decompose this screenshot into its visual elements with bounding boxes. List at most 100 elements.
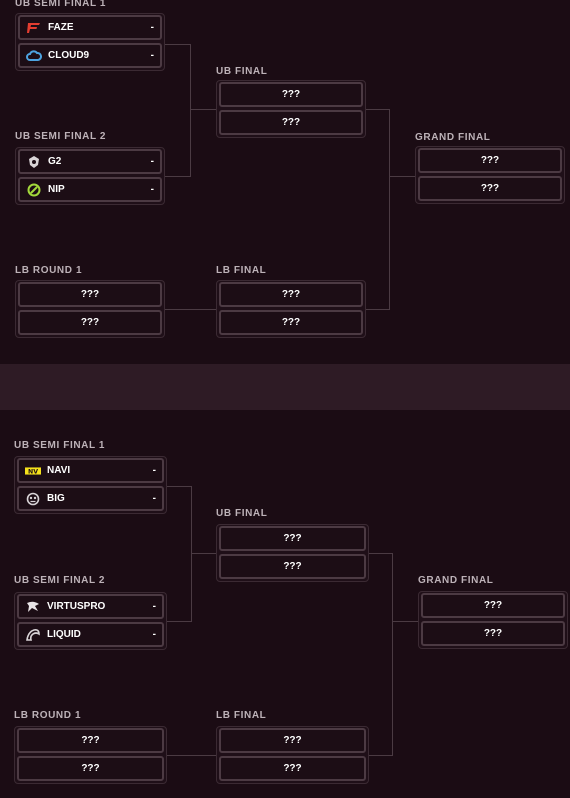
team-score: - <box>150 184 154 195</box>
team-slot[interactable]: VIRTUSPRO - <box>17 594 164 619</box>
team-name: ??? <box>80 289 100 300</box>
team-name: ??? <box>283 735 302 746</box>
section-divider <box>0 364 570 410</box>
team-name: ??? <box>281 89 301 100</box>
team-slot[interactable]: ??? <box>418 148 562 173</box>
team-slot[interactable]: ??? <box>219 310 363 335</box>
connector-line <box>369 755 393 756</box>
svg-text:NV: NV <box>28 468 38 475</box>
ub-semi-final-1-match[interactable]: NV NAVI - BIG - <box>14 456 167 514</box>
team-name: FAZE <box>48 22 74 33</box>
team-slot[interactable]: ??? <box>17 756 164 781</box>
team-score: - <box>152 493 156 504</box>
connector-line <box>165 309 216 310</box>
ub-semi-final-2-match[interactable]: VIRTUSPRO - LIQUID - <box>14 592 167 650</box>
connector-line <box>165 176 191 177</box>
team-slot[interactable]: ??? <box>18 310 162 335</box>
ub-final-label: UB FINAL <box>216 508 268 519</box>
team-slot[interactable]: ??? <box>219 756 366 781</box>
bracket-group-2: UB SEMI FINAL 1 NV NAVI - BIG - UB SEMI … <box>0 410 570 798</box>
connector-line <box>190 109 216 110</box>
team-slot[interactable]: ??? <box>421 593 565 618</box>
navi-logo-icon: NV <box>25 463 41 479</box>
team-slot[interactable]: ??? <box>18 282 162 307</box>
team-slot[interactable]: ??? <box>421 621 565 646</box>
team-score: - <box>150 22 154 33</box>
connector-line <box>167 755 216 756</box>
nip-logo-icon <box>26 182 42 198</box>
team-score: - <box>152 629 156 640</box>
team-name: ??? <box>281 317 301 328</box>
team-name: VIRTUSPRO <box>47 601 106 612</box>
big-logo-icon <box>25 491 41 507</box>
team-slot[interactable]: BIG - <box>17 486 164 511</box>
ub-semi-final-1-match[interactable]: FAZE - CLOUD9 - <box>15 13 165 71</box>
team-slot[interactable]: NV NAVI - <box>17 458 164 483</box>
team-slot[interactable]: FAZE - <box>18 15 162 40</box>
team-name: G2 <box>48 156 62 167</box>
team-score: - <box>150 50 154 61</box>
team-slot[interactable]: ??? <box>418 176 562 201</box>
faze-logo-icon <box>26 20 42 36</box>
grand-final-label: GRAND FINAL <box>418 575 494 586</box>
cloud9-logo-icon <box>26 48 42 64</box>
lb-final-match[interactable]: ??? ??? <box>216 280 366 338</box>
team-name: ??? <box>281 289 301 300</box>
connector-line <box>165 44 191 45</box>
lb-round-1-match[interactable]: ??? ??? <box>14 726 167 784</box>
team-slot[interactable]: ??? <box>219 554 366 579</box>
team-slot[interactable]: ??? <box>17 728 164 753</box>
grand-final-match[interactable]: ??? ??? <box>418 591 568 649</box>
team-slot[interactable]: CLOUD9 - <box>18 43 162 68</box>
connector-line <box>389 176 415 177</box>
grand-final-match[interactable]: ??? ??? <box>415 146 565 204</box>
ub-final-match[interactable]: ??? ??? <box>216 80 366 138</box>
g2-logo-icon <box>26 154 42 170</box>
ub-semi-final-2-label: UB SEMI FINAL 2 <box>15 131 107 142</box>
lb-round-1-match[interactable]: ??? ??? <box>15 280 165 338</box>
team-slot[interactable]: LIQUID - <box>17 622 164 647</box>
team-name: ??? <box>480 183 500 194</box>
team-name: NIP <box>48 184 65 195</box>
connector-line <box>392 553 393 756</box>
ub-final-label: UB FINAL <box>216 66 268 77</box>
team-slot[interactable]: G2 - <box>18 149 162 174</box>
connector-line <box>392 621 418 622</box>
team-name: ??? <box>483 600 503 611</box>
team-name: ??? <box>81 735 100 746</box>
team-slot[interactable]: ??? <box>219 82 363 107</box>
team-name: ??? <box>283 533 302 544</box>
team-name: ??? <box>483 628 503 639</box>
connector-line <box>191 553 216 554</box>
lb-round-1-label: LB ROUND 1 <box>15 265 83 276</box>
ub-semi-final-1-label: UB SEMI FINAL 1 <box>15 0 107 9</box>
team-name: ??? <box>283 763 302 774</box>
connector-line <box>366 309 390 310</box>
grand-final-label: GRAND FINAL <box>415 132 491 143</box>
connector-line <box>167 621 192 622</box>
lb-final-label: LB FINAL <box>216 710 267 721</box>
team-name: BIG <box>47 493 65 504</box>
team-slot[interactable]: ??? <box>219 110 363 135</box>
team-slot[interactable]: ??? <box>219 728 366 753</box>
team-score: - <box>150 156 154 167</box>
connector-line <box>389 109 390 310</box>
team-slot[interactable]: ??? <box>219 282 363 307</box>
team-name: ??? <box>283 561 302 572</box>
team-score: - <box>152 601 156 612</box>
connector-line <box>190 44 191 177</box>
team-name: NAVI <box>47 465 71 476</box>
ub-final-match[interactable]: ??? ??? <box>216 524 369 582</box>
team-name: ??? <box>81 763 100 774</box>
ub-semi-final-2-match[interactable]: G2 - NIP - <box>15 147 165 205</box>
team-name: ??? <box>480 155 500 166</box>
connector-line <box>167 486 192 487</box>
ub-semi-final-1-label: UB SEMI FINAL 1 <box>14 440 106 451</box>
lb-final-label: LB FINAL <box>216 265 267 276</box>
team-name: ??? <box>80 317 100 328</box>
team-slot[interactable]: ??? <box>219 526 366 551</box>
lb-final-match[interactable]: ??? ??? <box>216 726 369 784</box>
connector-line <box>369 553 393 554</box>
team-name: ??? <box>281 117 301 128</box>
team-slot[interactable]: NIP - <box>18 177 162 202</box>
